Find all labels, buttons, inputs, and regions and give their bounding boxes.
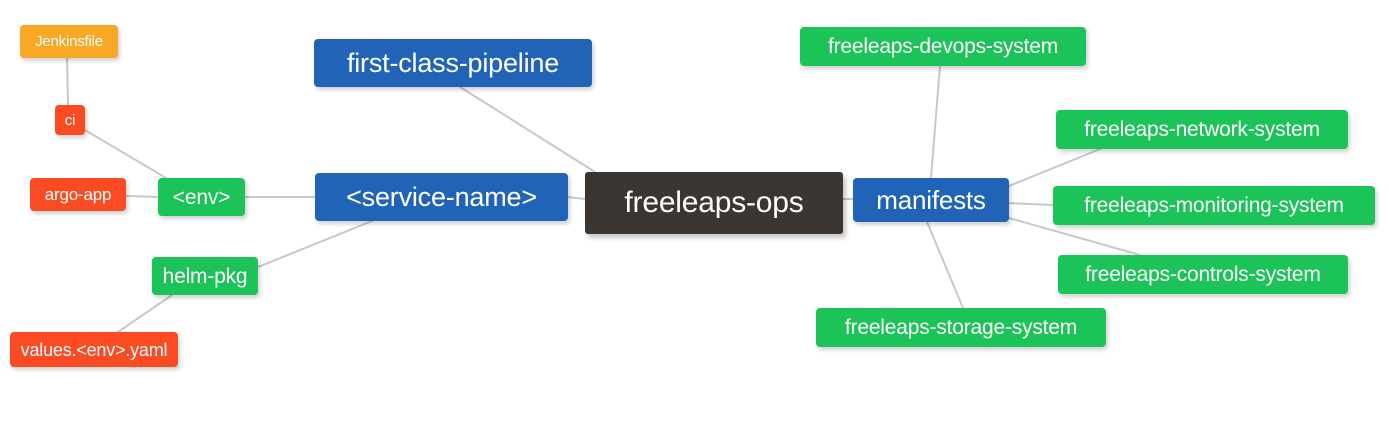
node-first-class-pipeline[interactable]: first-class-pipeline — [314, 39, 592, 87]
node-helm-pkg[interactable]: helm-pkg — [152, 257, 258, 295]
node-service-name[interactable]: <service-name> — [315, 173, 568, 221]
node-ci[interactable]: ci — [55, 105, 85, 135]
node-env[interactable]: <env> — [158, 178, 245, 216]
edge-helm-pkg-to-values-env-yaml — [117, 294, 173, 333]
edge-manifests-to-freeleaps-monitoring-system — [1008, 202, 1054, 206]
edge-root-to-service-name — [567, 196, 586, 200]
node-freeleaps-controls-system[interactable]: freeleaps-controls-system — [1058, 255, 1348, 294]
node-argo-app[interactable]: argo-app — [30, 178, 126, 211]
node-freeleaps-network-system[interactable]: freeleaps-network-system — [1056, 110, 1348, 149]
node-values-env-yaml[interactable]: values.<env>.yaml — [10, 332, 178, 367]
node-freeleaps-devops-system[interactable]: freeleaps-devops-system — [800, 27, 1086, 66]
edge-manifests-to-freeleaps-devops-system — [930, 65, 941, 179]
node-manifests[interactable]: manifests — [853, 178, 1009, 222]
edge-manifests-to-freeleaps-network-system — [1008, 148, 1101, 187]
edge-env-to-ci — [84, 129, 167, 179]
edge-ci-to-jenkinsfile — [66, 57, 69, 106]
edge-manifests-to-freeleaps-storage-system — [926, 221, 964, 309]
node-freeleaps-storage-system[interactable]: freeleaps-storage-system — [816, 308, 1106, 347]
edge-root-to-first-class-pipeline — [459, 86, 596, 173]
node-root[interactable]: freeleaps-ops — [585, 172, 843, 234]
node-jenkinsfile[interactable]: Jenkinsfile — [20, 25, 118, 58]
node-freeleaps-monitoring-system[interactable]: freeleaps-monitoring-system — [1053, 186, 1375, 225]
edge-service-name-to-helm-pkg — [257, 220, 373, 268]
edge-env-to-argo-app — [125, 195, 159, 198]
